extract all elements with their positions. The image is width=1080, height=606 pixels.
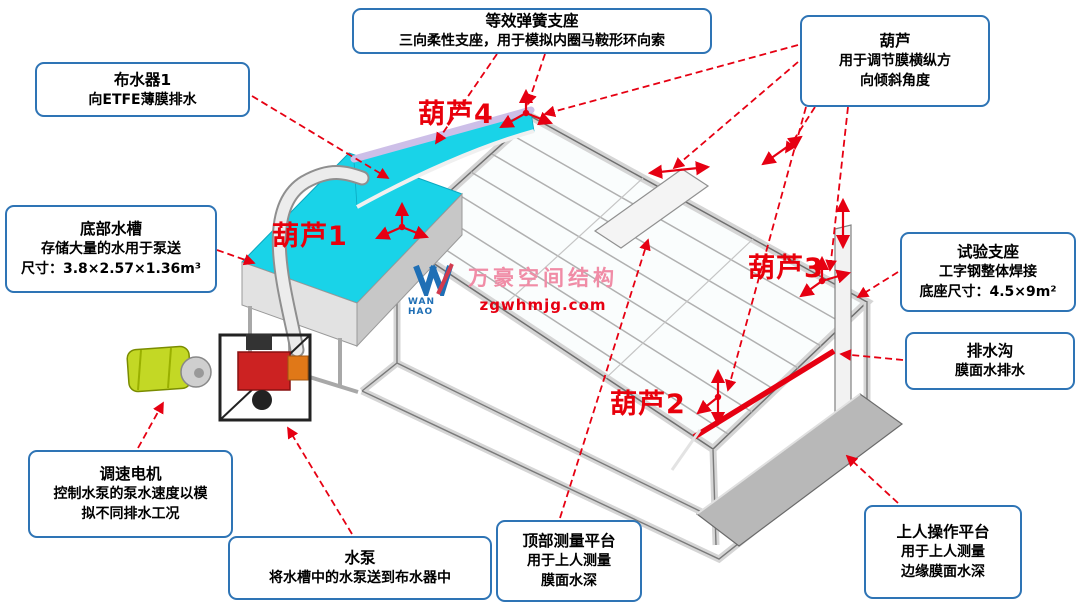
- callout-text: 向ETFE薄膜排水: [88, 91, 197, 108]
- diagram-label-hoist1: 葫芦1: [272, 221, 348, 252]
- callout-text: 存储大量的水用于泵送: [41, 241, 181, 258]
- cable-lines: [410, 134, 845, 435]
- support-column: [834, 224, 852, 421]
- callout-water-pump: 水泵 将水槽中的水泵送到布水器中: [228, 536, 492, 600]
- water-pump: [218, 333, 312, 422]
- callout-text: 用于上人测量: [901, 544, 985, 561]
- callout-text: 控制水泵的泵水速度以模: [53, 486, 208, 503]
- callout-text: 膜面水排水: [955, 363, 1025, 380]
- callout-hoist: 葫芦 用于调节膜横纵方 向倾斜角度: [800, 15, 990, 107]
- cross-lines: [500, 177, 754, 379]
- callout-text: 边缘膜面水深: [901, 564, 985, 580]
- speed-motor: [126, 345, 212, 393]
- watermark: WAN HAO 万豪空间结构 zgwhmjg.com: [408, 262, 618, 317]
- callout-top-measurement-platform: 顶部测量平台 用于上人测量 膜面水深: [496, 520, 642, 602]
- callout-text: 工字钢整体焊接: [939, 264, 1037, 281]
- callout-text: 膜面水深: [541, 573, 597, 589]
- callout-water-distributor: 布水器1 向ETFE薄膜排水: [35, 62, 250, 117]
- callout-speed-motor: 调速电机 控制水泵的泵水速度以模 拟不同排水工况: [28, 450, 233, 538]
- callout-text: 三向柔性支座，用于模拟内圈马鞍形环向索: [399, 33, 665, 50]
- callout-text: 用于调节膜横纵方: [839, 53, 951, 70]
- diagram-label-hoist3: 葫芦3: [748, 253, 824, 284]
- callout-title: 排水沟: [966, 342, 1014, 361]
- water-pipe: [271, 165, 370, 358]
- callout-drain-ditch: 排水沟 膜面水排水: [905, 332, 1075, 390]
- callout-title: 试验支座: [956, 243, 1019, 262]
- callout-operation-platform: 上人操作平台 用于上人测量 边缘膜面水深: [864, 505, 1022, 599]
- callout-text: 拟不同排水工况: [81, 506, 180, 522]
- measurement-platform: [593, 168, 710, 249]
- callout-text: 用于上人测量: [527, 553, 611, 570]
- callout-text: 底座尺寸：4.5×9m²: [919, 284, 1057, 300]
- callout-bottom-tank: 底部水槽 存储大量的水用于泵送 尺寸：3.8×2.57×1.36m³: [5, 205, 217, 293]
- callout-spring-support: 等效弹簧支座 三向柔性支座，用于模拟内圈马鞍形环向索: [352, 8, 712, 54]
- callout-title: 布水器1: [113, 70, 172, 89]
- operation-platform: [695, 393, 904, 547]
- wanhao-logo: WAN HAO: [408, 262, 460, 317]
- callout-title: 水泵: [344, 549, 376, 568]
- leader-lines: [137, 44, 904, 535]
- callout-text: 将水槽中的水泵送到布水器中: [269, 570, 451, 587]
- callout-text: 尺寸：3.8×2.57×1.36m³: [20, 261, 202, 277]
- callout-title: 上人操作平台: [896, 523, 990, 542]
- callout-title: 顶部测量平台: [522, 532, 616, 551]
- callout-title: 葫芦: [879, 32, 911, 51]
- callout-title: 调速电机: [99, 465, 162, 484]
- watermark-site-url: zgwhmjg.com: [479, 296, 607, 314]
- inclined-frame: [390, 112, 874, 455]
- hoist-arrows: [375, 88, 852, 427]
- callout-text: 向倾斜角度: [860, 73, 930, 89]
- wanhao-logo-icon: [413, 263, 454, 296]
- callout-title: 等效弹簧支座: [485, 12, 579, 31]
- watermark-logo-text: WAN HAO: [408, 297, 436, 317]
- callout-test-support: 试验支座 工字钢整体焊接 底座尺寸：4.5×9m²: [900, 232, 1076, 312]
- diagram-label-hoist4: 葫芦4: [418, 99, 494, 130]
- watermark-company-name: 万豪空间结构: [468, 266, 618, 290]
- diagram-label-hoist2: 葫芦2: [610, 389, 686, 420]
- callout-title: 底部水槽: [79, 220, 142, 239]
